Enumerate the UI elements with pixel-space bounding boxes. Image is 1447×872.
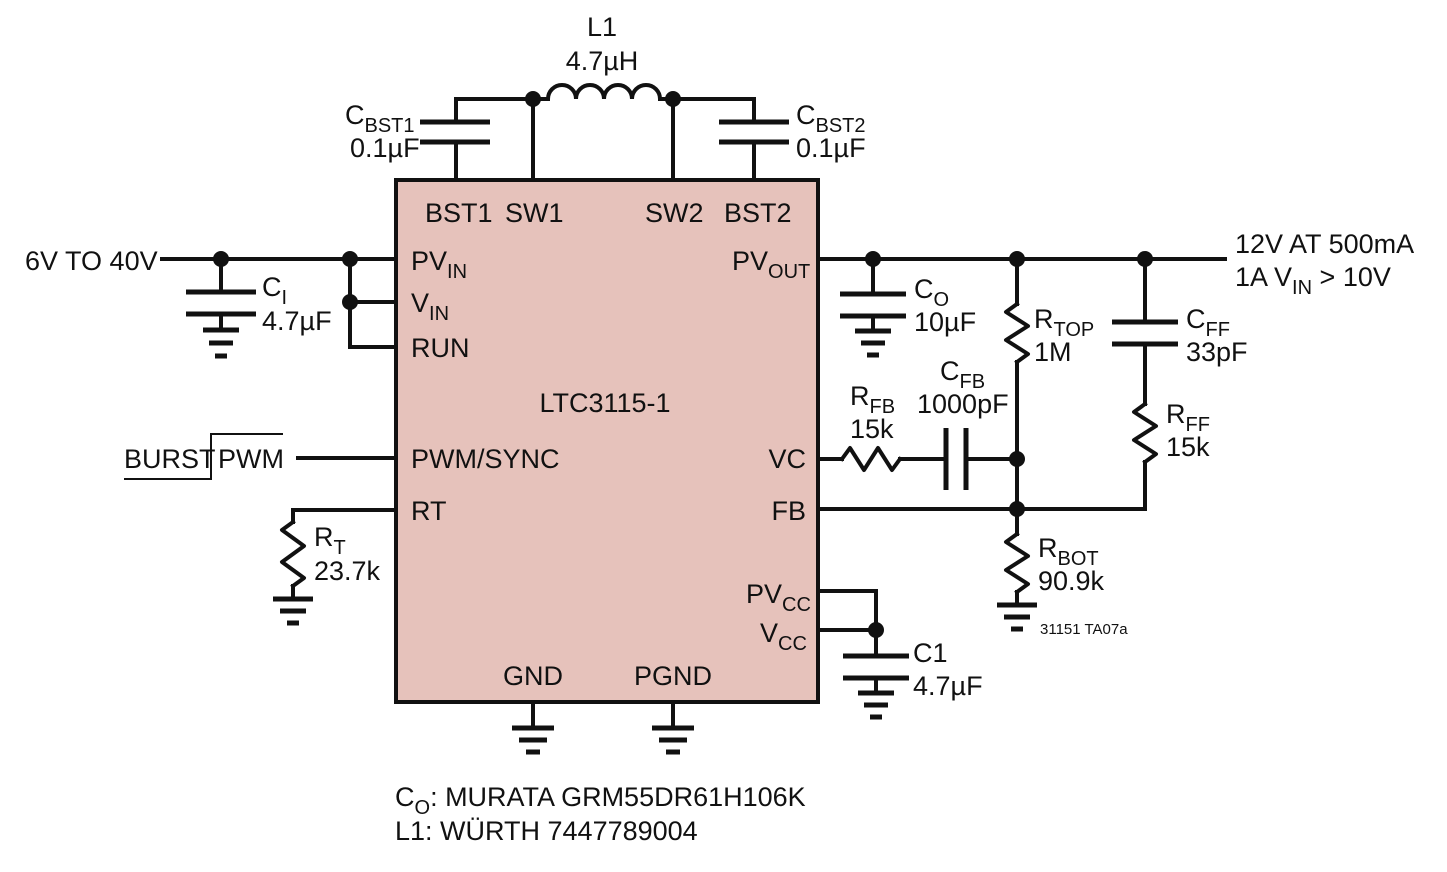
input-voltage-label: 6V TO 40V [25, 246, 158, 276]
note-co: CO: MURATA GRM55DR61H106K [395, 782, 806, 819]
resistor-rbot [1004, 531, 1030, 595]
rbot-value: 90.9k [1038, 566, 1105, 596]
rt-value: 23.7k [314, 556, 381, 586]
wire-rt [291, 508, 398, 524]
pin-pgnd: PGND [634, 661, 712, 691]
pin-pvout: PVOUT [732, 246, 810, 283]
ci-value: 4.7µF [262, 306, 332, 336]
cff-value: 33pF [1186, 337, 1248, 367]
pin-sw1: SW1 [505, 198, 564, 228]
cbst2-name: CBST2 [796, 100, 866, 137]
ic-body [394, 178, 820, 704]
l1-value: 4.7µH [566, 46, 639, 76]
rff-value: 15k [1166, 432, 1210, 462]
ground-icon [858, 690, 894, 720]
ground-icon [855, 328, 891, 358]
wire-pvcc [816, 589, 878, 632]
rfb-name: RFB [850, 381, 895, 418]
pin-gnd: GND [503, 661, 563, 691]
cff-name: CFF [1186, 304, 1230, 341]
pin-run: RUN [411, 333, 470, 363]
note-l1: L1: WÜRTH 7447789004 [395, 816, 698, 846]
pin-bst2: BST2 [724, 198, 792, 228]
pin-pvcc: PVCC [746, 579, 811, 616]
rtop-value: 1M [1034, 337, 1072, 367]
ground-icon [997, 602, 1037, 632]
pin-fb: FB [771, 496, 806, 526]
capacitor-cff [1112, 257, 1178, 406]
output-line1: 12V AT 500mA [1235, 229, 1414, 259]
ground-icon [512, 725, 554, 755]
pwm-label: PWM [218, 444, 284, 474]
capacitor-cbst2 [671, 97, 789, 182]
node-cfb [1009, 451, 1025, 467]
resistor-rt [280, 519, 306, 589]
cbst1-name: CBST1 [345, 100, 415, 137]
capacitor-cfb [943, 428, 969, 490]
wire-vin-run [348, 257, 398, 349]
ground-icon [203, 327, 239, 359]
c1-name: C1 [913, 638, 948, 668]
output-line2: 1A VIN > 10V [1235, 262, 1391, 299]
co-value: 10µF [914, 307, 976, 337]
pin-vcc: VCC [760, 618, 807, 655]
pin-vc: VC [768, 444, 806, 474]
inductor-l1 [531, 83, 675, 101]
co-name: CO [914, 274, 949, 311]
capacitor-c1 [843, 628, 909, 694]
ic-name: LTC3115-1 [539, 388, 670, 418]
capacitor-cbst1 [420, 97, 535, 182]
rbot-name: RBOT [1038, 533, 1099, 570]
c1-value: 4.7µF [913, 671, 983, 701]
resistor-rff [1132, 401, 1158, 465]
burst-pwm-selector [124, 433, 283, 480]
rtop-name: RTOP [1034, 304, 1094, 341]
cbst2-value: 0.1µF [796, 133, 866, 163]
pin-pwmsync: PWM/SYNC [411, 444, 560, 474]
ground-icon [273, 596, 313, 626]
cfb-value: 1000pF [917, 389, 1009, 419]
ground-icon [652, 725, 694, 755]
l1-name: L1 [587, 12, 617, 42]
rt-name: RT [314, 522, 346, 559]
capacitor-ci [186, 257, 256, 332]
pin-rt: RT [411, 496, 447, 526]
wire-rff-fb [816, 460, 1147, 511]
node-fb [1009, 501, 1025, 517]
pin-bst1: BST1 [425, 198, 493, 228]
pin-vin: VIN [411, 288, 449, 325]
rfb-value: 15k [850, 414, 894, 444]
cbst1-value: 0.1µF [350, 133, 420, 163]
pin-pvin: PVIN [411, 246, 467, 283]
pin-sw2: SW2 [645, 198, 704, 228]
burst-label: BURST [124, 444, 216, 474]
capacitor-co [840, 257, 906, 332]
resistor-rtop [1004, 301, 1030, 365]
figure-id: 31151 TA07a [1040, 621, 1128, 638]
cfb-name: CFB [940, 356, 985, 393]
rff-name: RFF [1166, 399, 1210, 436]
ci-name: CI [262, 272, 287, 309]
resistor-rfb [839, 446, 903, 472]
